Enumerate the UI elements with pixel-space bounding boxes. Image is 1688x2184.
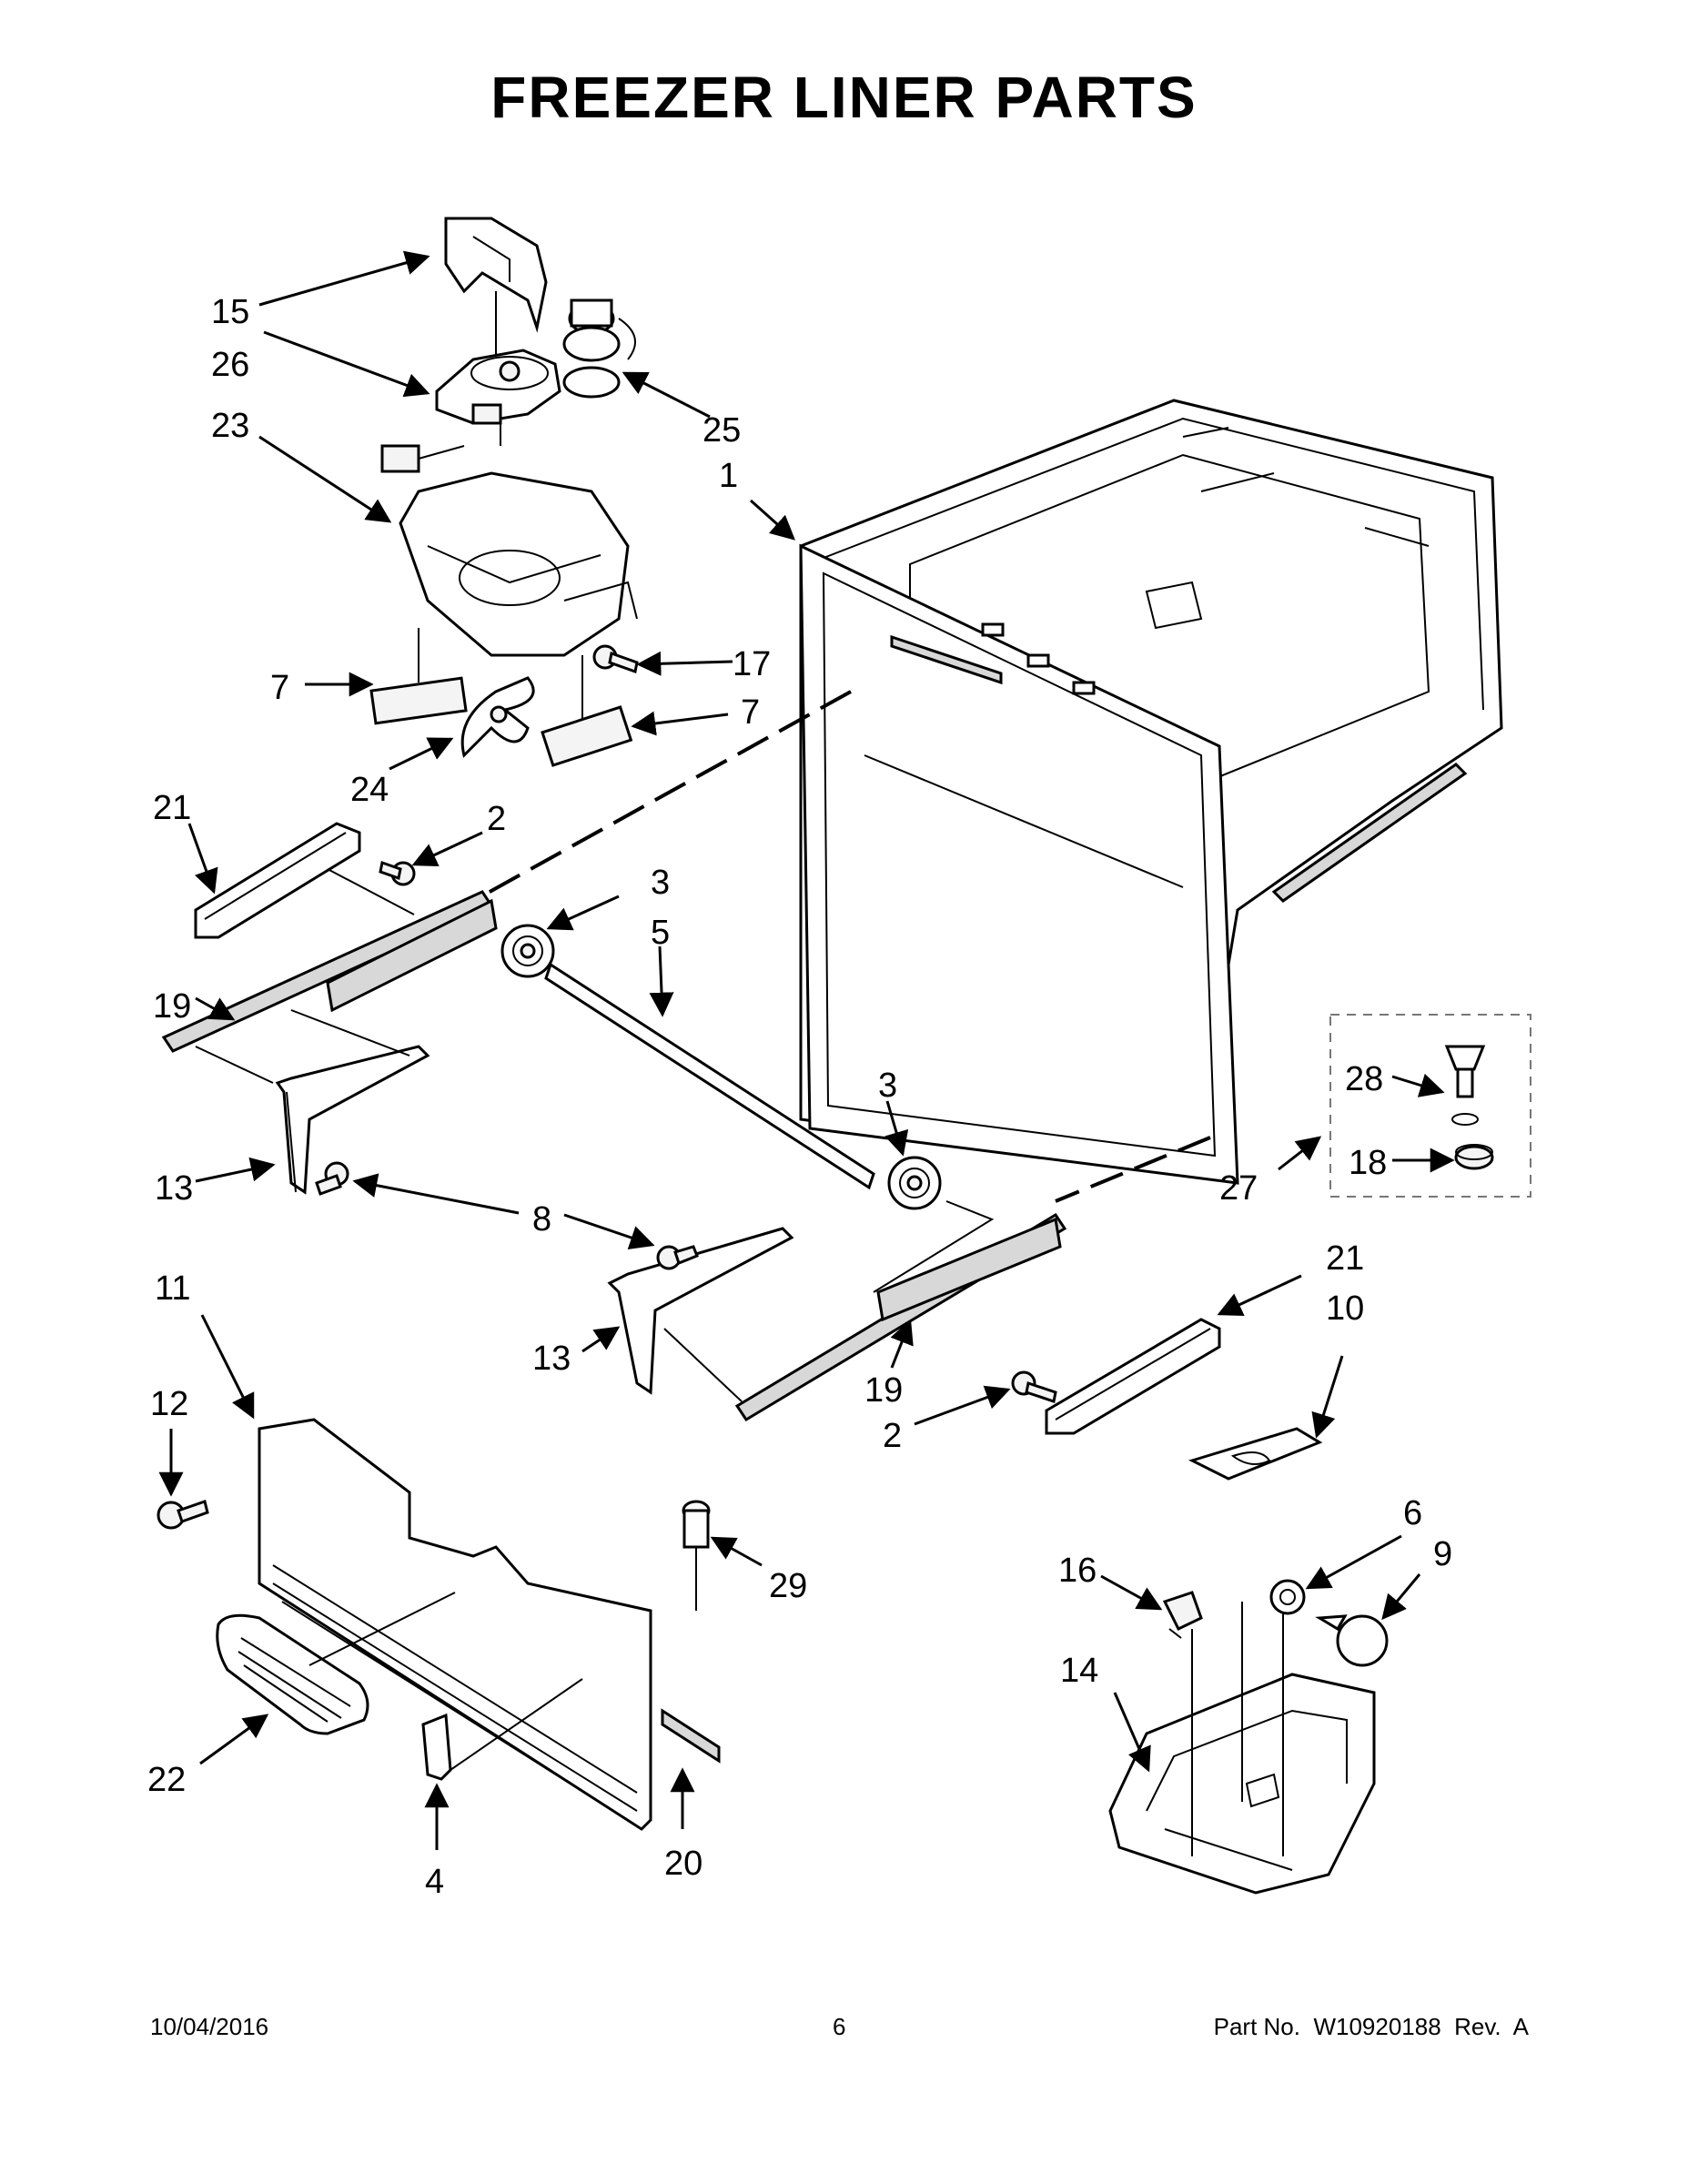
callout-19b: 19 — [864, 1371, 903, 1410]
callout-20: 20 — [664, 1845, 702, 1883]
part-20-seal — [661, 1708, 721, 1764]
callout-18: 18 — [1349, 1144, 1387, 1182]
part-6-lamp-socket — [1269, 1579, 1306, 1615]
callout-16: 16 — [1058, 1552, 1097, 1590]
part-9-bulb — [1315, 1614, 1389, 1667]
callout-5: 5 — [651, 914, 670, 952]
part-16-switch — [1162, 1591, 1203, 1639]
callout-21a: 21 — [153, 789, 191, 827]
callout-25: 25 — [702, 411, 741, 450]
part-7-insulation-left — [369, 676, 468, 725]
callout-14: 14 — [1060, 1652, 1098, 1690]
part-26-fan-motor — [435, 349, 561, 446]
callout-22: 22 — [147, 1761, 186, 1799]
callout-19a: 19 — [153, 987, 191, 1026]
callout-13b: 13 — [532, 1340, 571, 1378]
callout-8: 8 — [532, 1200, 551, 1239]
callout-21b: 21 — [1326, 1239, 1364, 1278]
callout-23: 23 — [211, 407, 249, 445]
callout-10: 10 — [1326, 1289, 1364, 1328]
part-10-label — [1188, 1427, 1323, 1481]
callout-17: 17 — [733, 645, 771, 683]
part-29-sensor — [682, 1500, 711, 1611]
part-19-slide-left — [161, 890, 498, 1053]
part-2-screw-upper — [379, 861, 416, 886]
part-23-fan-housing — [380, 444, 638, 657]
callout-7a: 7 — [270, 669, 289, 707]
footer-date: 10/04/2016 — [150, 2013, 269, 2040]
part-7-insulation-right — [541, 705, 633, 767]
footer-part-number: Part No. W10920188 Rev. A — [1213, 2013, 1529, 2040]
callout-7b: 7 — [741, 693, 760, 732]
leader-lines — [158, 250, 1455, 1850]
callout-28: 28 — [1345, 1060, 1383, 1098]
callout-29: 29 — [769, 1567, 807, 1605]
part-3-gear-upper — [500, 924, 555, 978]
part-11-rear-panel — [258, 1418, 652, 1831]
callout-6: 6 — [1403, 1494, 1422, 1532]
part-13-bracket-left — [275, 1045, 430, 1195]
callout-27: 27 — [1219, 1169, 1258, 1208]
callout-3b: 3 — [878, 1067, 897, 1105]
part-3-gear-lower — [887, 1156, 942, 1210]
part-2-screw-lower — [1011, 1370, 1057, 1403]
part-21-rail-bracket-left — [194, 822, 361, 939]
callout-2a: 2 — [487, 800, 506, 838]
callout-2b: 2 — [883, 1417, 902, 1455]
part-8-screw-left — [315, 1161, 349, 1196]
callout-3a: 3 — [651, 864, 670, 902]
callout-4: 4 — [425, 1863, 444, 1901]
part-19-slide-right — [734, 1212, 1067, 1422]
part-24-fan-blade — [460, 676, 535, 758]
callout-12: 12 — [150, 1385, 188, 1423]
part-12-screw — [157, 1500, 209, 1530]
footer-page-number: 6 — [833, 2013, 846, 2040]
part-13-bracket-right — [607, 1227, 794, 1395]
callout-labels: 15 26 23 25 1 7 17 7 24 21 2 3 5 19 3 28… — [147, 293, 1452, 1901]
part-4-clip — [421, 1713, 452, 1781]
callout-15: 15 — [211, 293, 249, 331]
part-21-rail-bracket-right — [1045, 1318, 1221, 1435]
callout-24: 24 — [350, 771, 389, 809]
part-28-oring — [1444, 1045, 1486, 1126]
part-17-screw — [592, 644, 639, 673]
part-27-kit-box — [1329, 1014, 1531, 1198]
part-18-cap — [1454, 1144, 1494, 1170]
callout-1: 1 — [719, 457, 738, 495]
callout-11: 11 — [155, 1269, 190, 1308]
part-5-shaft — [544, 962, 875, 1190]
part-8-screw-right — [656, 1245, 699, 1270]
part-15-bracket — [444, 217, 548, 364]
freezer-liner — [799, 399, 1503, 1185]
page-title: FREEZER LINER PARTS — [490, 65, 1198, 130]
part-22-grille — [216, 1613, 369, 1735]
callout-13a: 13 — [155, 1169, 193, 1208]
callout-26: 26 — [211, 346, 249, 384]
callout-9: 9 — [1433, 1535, 1452, 1573]
part-25-motor-mount — [562, 298, 636, 399]
